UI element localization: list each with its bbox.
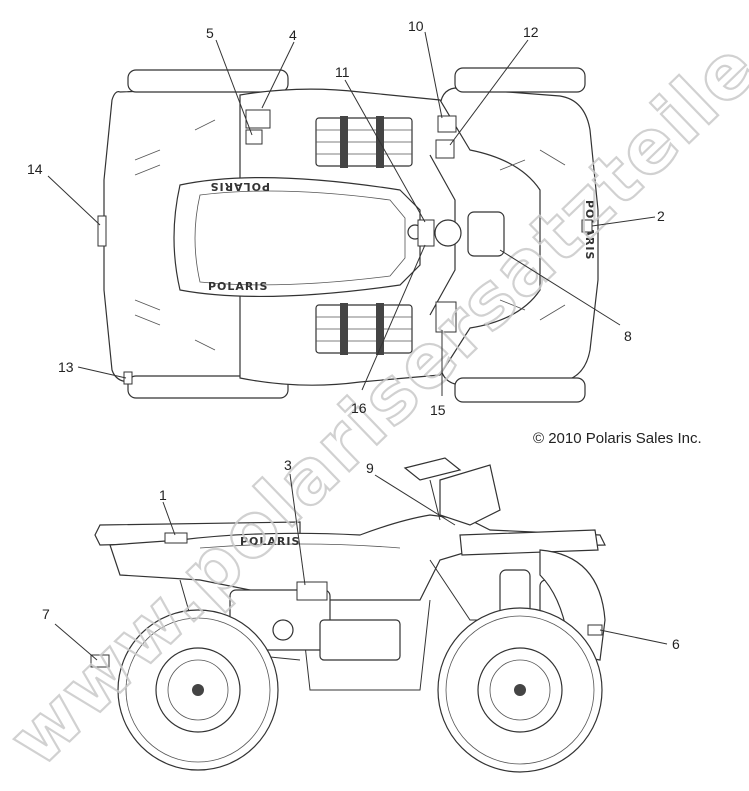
brand-text-top-upper: POLARIS [210,180,270,193]
decal-15 [435,301,457,333]
decal-5 [245,129,263,145]
callout-3: 3 [284,457,292,473]
decal-10 [437,115,457,133]
callout-14: 14 [27,161,43,177]
rear-wheel [117,609,279,771]
callout-8: 8 [624,328,632,344]
callout-15: 15 [430,402,446,418]
callout-9: 9 [366,460,374,476]
callout-6: 6 [672,636,680,652]
footrest-top [315,116,413,168]
decal-7 [90,654,110,668]
atv-side-view: POLARIS [90,457,606,773]
decal-11 [417,219,435,247]
footrest-bottom [315,303,413,355]
leader-lines [47,31,668,661]
callout-numbers: 5 4 10 12 11 14 2 8 13 16 15 1 3 9 7 6 [27,18,680,652]
callout-12: 12 [523,24,539,40]
decal-6 [587,624,603,636]
front-wheel [437,607,603,773]
decal-4 [245,109,271,129]
decal-12 [435,139,455,159]
callout-7: 7 [42,606,50,622]
callout-16: 16 [351,400,367,416]
callout-4: 4 [289,27,297,43]
decal-14 [97,215,107,247]
callout-11: 11 [335,64,350,80]
brand-text-side: POLARIS [240,535,300,548]
decal-3 [296,581,328,601]
callout-5: 5 [206,25,214,41]
brand-text-top-lower: POLARIS [208,280,268,293]
decal-1 [164,532,188,544]
copyright-text: © 2010 Polaris Sales Inc. [533,430,702,447]
callout-1: 1 [159,487,167,503]
callout-2: 2 [657,208,665,224]
callout-13: 13 [58,359,74,375]
callout-10: 10 [408,18,424,34]
atv-top-view: POLARIS POLARIS POLARIS [97,67,599,403]
